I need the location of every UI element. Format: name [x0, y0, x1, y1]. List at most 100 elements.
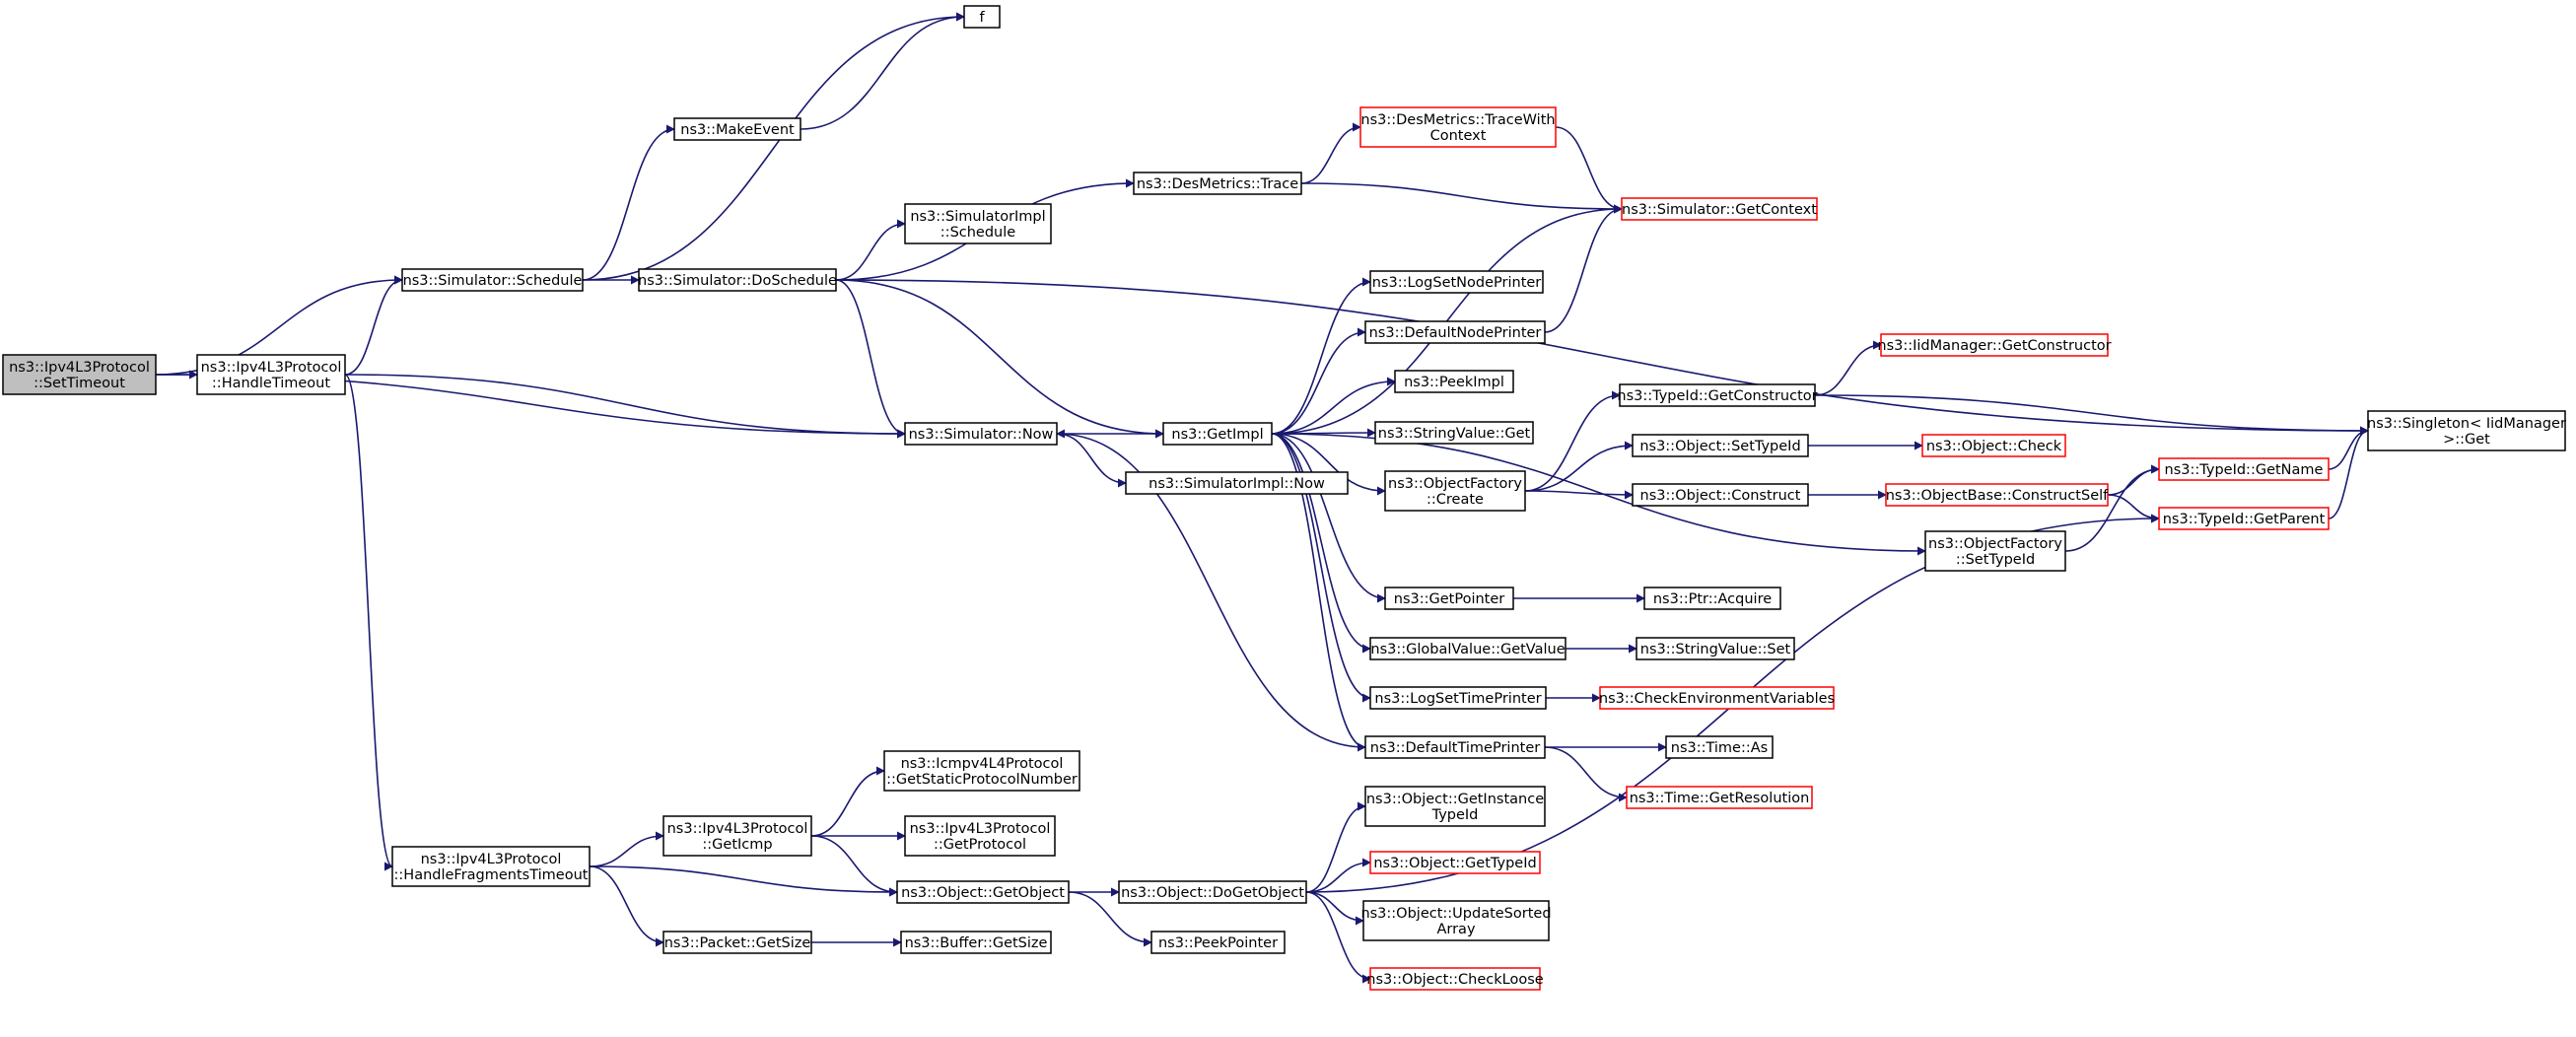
graph-node-makeEvent[interactable]: ns3::MakeEvent: [673, 117, 801, 141]
graph-node-objGetObject[interactable]: ns3::Object::GetObject: [896, 880, 1070, 904]
graph-node-root[interactable]: ns3::Ipv4L3Protocol::SetTimeout: [2, 354, 157, 395]
graph-node-simImplSchedule[interactable]: ns3::SimulatorImpl::Schedule: [904, 203, 1052, 244]
graph-node-constructSelf[interactable]: ns3::ObjectBase::ConstructSelf: [1885, 483, 2109, 507]
node-label: ns3::Singleton< IidManager: [2367, 416, 2566, 432]
graph-node-simImplNow[interactable]: ns3::SimulatorImpl::Now: [1125, 471, 1349, 495]
nodes: ns3::Ipv4L3Protocol::SetTimeoutns3::Ipv4…: [2, 5, 2566, 991]
node-box: [1621, 197, 1818, 221]
graph-node-handleFrag[interactable]: ns3::Ipv4L3Protocol::HandleFragmentsTime…: [391, 846, 591, 887]
node-label: ns3::IidManager::GetConstructor: [1877, 338, 2111, 354]
graph-node-ipv4GetProto[interactable]: ns3::Ipv4L3Protocol::GetProtocol: [904, 815, 1056, 857]
node-label: Context: [1430, 128, 1487, 144]
graph-node-pktGetSize[interactable]: ns3::Packet::GetSize: [662, 931, 812, 954]
node-label: ns3::PeekPointer: [1158, 935, 1278, 951]
graph-node-iidGetCtor[interactable]: ns3::IidManager::GetConstructor: [1877, 333, 2112, 357]
graph-node-desTrace[interactable]: ns3::DesMetrics::Trace: [1133, 172, 1302, 195]
node-label: ns3::Object::GetTypeId: [1373, 856, 1536, 871]
edge-now-to-simImplNow: [1056, 433, 1127, 488]
node-label: ns3::Ipv4L3Protocol: [9, 360, 150, 376]
node-label: ns3::DefaultNodePrinter: [1369, 325, 1542, 341]
node-label: ns3::CheckEnvironmentVariables: [1599, 691, 1835, 707]
call-edge: [2107, 464, 2160, 496]
node-box: [1665, 735, 1774, 759]
node-box: [1643, 587, 1781, 610]
graph-node-getImpl[interactable]: ns3::GetImpl: [1162, 422, 1273, 446]
graph-node-objCheck[interactable]: ns3::Object::Check: [1921, 434, 2066, 457]
graph-node-icmpStatic[interactable]: ns3::Icmpv4L4Protocol::GetStaticProtocol…: [883, 750, 1080, 792]
edge-desTrace-to-getContext: [1300, 182, 1623, 214]
edge-desTrace-to-desTraceCtx: [1300, 122, 1361, 184]
graph-node-getPointer[interactable]: ns3::GetPointer: [1384, 587, 1514, 610]
graph-node-handleTimeout[interactable]: ns3::Ipv4L3Protocol::HandleTimeout: [196, 354, 346, 395]
node-label: ::SetTypeId: [1956, 552, 2035, 568]
node-label: ns3::ObjectFactory: [1388, 476, 1522, 492]
call-edge: [2064, 464, 2160, 552]
graph-node-typeGetName[interactable]: ns3::TypeId::GetName: [2158, 457, 2330, 481]
graph-node-objFactCreate[interactable]: ns3::ObjectFactory::Create: [1384, 470, 1526, 512]
graph-node-now[interactable]: ns3::Simulator::Now: [904, 422, 1058, 446]
graph-node-peekImpl[interactable]: ns3::PeekImpl: [1394, 370, 1514, 393]
edge-objFactCreate-to-objConstruct: [1524, 490, 1634, 500]
call-edge: [1305, 801, 1366, 893]
graph-node-ptrAcquire[interactable]: ns3::Ptr::Acquire: [1643, 587, 1781, 610]
graph-node-typeGetParent[interactable]: ns3::TypeId::GetParent: [2158, 507, 2330, 530]
node-label: ns3::GlobalValue::GetValue: [1370, 642, 1565, 657]
graph-node-objConstruct[interactable]: ns3::Object::Construct: [1632, 483, 1809, 507]
graph-node-doSchedule[interactable]: ns3::Simulator::DoSchedule: [638, 268, 837, 292]
graph-node-peekPointer[interactable]: ns3::PeekPointer: [1150, 931, 1286, 954]
graph-node-timeAs[interactable]: ns3::Time::As: [1665, 735, 1774, 759]
graph-node-timeGetRes[interactable]: ns3::Time::GetResolution: [1626, 786, 1813, 809]
call-edge: [1271, 433, 1371, 703]
node-label: ns3::Object::Construct: [1640, 488, 1801, 504]
node-label: ns3::StringValue::Set: [1640, 642, 1791, 657]
node-box: [1118, 880, 1307, 904]
graph-node-checkLoose[interactable]: ns3::Object::CheckLoose: [1366, 967, 1544, 991]
graph-node-getIcmp[interactable]: ns3::Ipv4L3Protocol::GetIcmp: [662, 815, 812, 857]
call-edge: [1814, 394, 2369, 436]
node-box: [662, 815, 812, 857]
graph-node-objSetTypeId[interactable]: ns3::Object::SetTypeId: [1632, 434, 1809, 457]
graph-node-typeGetCtor[interactable]: ns3::TypeId::GetConstructor: [1617, 383, 1818, 407]
graph-node-objGetTypeId[interactable]: ns3::Object::GetTypeId: [1369, 851, 1541, 874]
node-label: ::HandleTimeout: [212, 376, 330, 391]
node-label: TypeId: [1431, 807, 1479, 823]
call-edge: [1524, 390, 1621, 492]
node-box: [1619, 383, 1816, 407]
node-box: [2367, 410, 2566, 451]
node-label: ns3::MakeEvent: [680, 122, 795, 138]
node-box: [1384, 587, 1514, 610]
call-edge: [1271, 433, 1366, 752]
graph-node-defNode[interactable]: ns3::DefaultNodePrinter: [1364, 320, 1546, 344]
graph-node-defTime[interactable]: ns3::DefaultTimePrinter: [1364, 735, 1546, 759]
graph-node-ofSetTypeId[interactable]: ns3::ObjectFactory::SetTypeId: [1924, 530, 2066, 572]
graph-node-strGet[interactable]: ns3::StringValue::Get: [1374, 421, 1534, 445]
node-label: ns3::TypeId::GetName: [2165, 462, 2324, 478]
node-box: [1150, 931, 1286, 954]
edge-getImpl-to-peekImpl: [1271, 377, 1396, 435]
node-label: ::Create: [1427, 492, 1484, 508]
node-label: ::SetTimeout: [34, 376, 125, 391]
graph-node-gvGetValue[interactable]: ns3::GlobalValue::GetValue: [1369, 637, 1566, 660]
node-label: ns3::Buffer::GetSize: [905, 935, 1048, 951]
graph-node-checkEnv[interactable]: ns3::CheckEnvironmentVariables: [1599, 686, 1835, 710]
graph-node-bufGetSize[interactable]: ns3::Buffer::GetSize: [900, 931, 1052, 954]
graph-node-logSetNode[interactable]: ns3::LogSetNodePrinter: [1369, 270, 1544, 294]
graph-node-schedule[interactable]: ns3::Simulator::Schedule: [401, 268, 584, 292]
graph-node-strSet[interactable]: ns3::StringValue::Set: [1636, 637, 1795, 660]
edge-getImpl-to-ofSetTypeId: [1271, 433, 1926, 556]
graph-node-getContext[interactable]: ns3::Simulator::GetContext: [1621, 197, 1818, 221]
node-box: [1369, 270, 1544, 294]
graph-node-singleton[interactable]: ns3::Singleton< IidManager>::Get: [2367, 410, 2566, 451]
node-label: ns3::TypeId::GetConstructor: [1617, 388, 1817, 404]
graph-node-logSetTime[interactable]: ns3::LogSetTimePrinter: [1369, 686, 1547, 710]
graph-node-f[interactable]: f: [963, 5, 1001, 29]
graph-node-doGetObject[interactable]: ns3::Object::DoGetObject: [1118, 880, 1307, 904]
node-label: ns3::Object::SetTypeId: [1639, 439, 1800, 454]
node-label: ns3::Object::Check: [1926, 439, 2062, 454]
edge-getImpl-to-logSetTime: [1271, 433, 1371, 703]
node-box: [1369, 967, 1541, 991]
node-box: [1364, 320, 1546, 344]
